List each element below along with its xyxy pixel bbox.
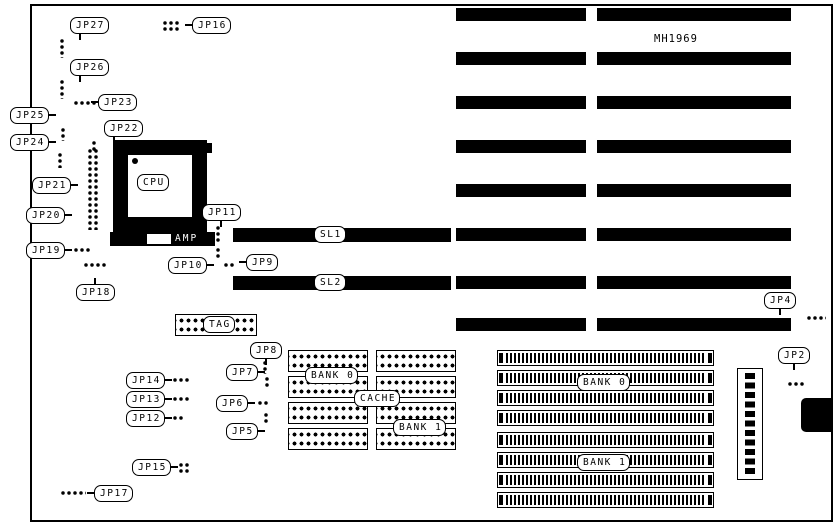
jumper-jp7 <box>264 376 270 388</box>
isa-slot-segment <box>597 228 791 241</box>
sl1-label: SL1 <box>314 226 346 243</box>
simm-socket <box>497 410 714 426</box>
jumper-label-jp12: JP12 <box>126 410 172 427</box>
jumper-jp24 <box>57 152 63 168</box>
jumper-jp16 <box>162 20 180 32</box>
keyboard-connector <box>801 398 833 432</box>
cache-socket <box>376 350 456 372</box>
jumper-label-jp7: JP7 <box>226 364 265 381</box>
jumper-label-jp4: JP4 <box>764 292 796 314</box>
cache-socket <box>288 428 368 450</box>
isa-slot-segment <box>597 184 791 197</box>
jumper-jp11 <box>215 225 221 243</box>
jumper-label-jp17: JP17 <box>87 485 133 502</box>
jumper-jp26 <box>59 79 65 99</box>
model-label: MH1969 <box>654 33 698 45</box>
jumper-label-jp27: JP27 <box>70 17 109 39</box>
isa-slot-segment <box>456 52 586 65</box>
jumper-jp23 <box>73 100 97 106</box>
jumper-label-jp9: JP9 <box>239 254 278 271</box>
jumper-label-jp13: JP13 <box>126 391 172 408</box>
simm-bank1-label: BANK 1 <box>577 454 631 471</box>
pin-header-strip <box>87 148 98 230</box>
pin1-dot <box>132 158 138 164</box>
isa-slot-segment <box>456 184 586 197</box>
jumper-jp27 <box>59 38 65 58</box>
amp-keyway <box>147 234 171 244</box>
jumper-label-jp8: JP8 <box>250 342 282 364</box>
isa-slot-segment <box>456 318 586 331</box>
jumper-jp22 <box>91 140 97 152</box>
jumper-label-jp6: JP6 <box>216 395 255 412</box>
jumper-label-jp2: JP2 <box>778 347 810 369</box>
amp-label: AMP <box>175 233 199 244</box>
jumper-jp4 <box>806 315 826 321</box>
isa-slot-segment <box>597 96 791 109</box>
jumper-jp10 <box>215 247 221 259</box>
jumper-label-jp23: JP23 <box>91 94 137 111</box>
jumper-jp5 <box>263 412 269 424</box>
jumper-label-jp14: JP14 <box>126 372 172 389</box>
jumper-jp13 <box>172 396 190 402</box>
jumper-jp2 <box>787 381 805 387</box>
component-block <box>202 143 212 153</box>
jumper-label-jp24: JP24 <box>10 134 56 151</box>
power-connector <box>737 368 763 480</box>
jumper-label-jp26: JP26 <box>70 59 109 81</box>
jumper-label-jp11: JP11 <box>202 204 241 226</box>
simm-socket <box>497 432 714 448</box>
cache-label: CACHE <box>354 390 401 407</box>
isa-slot-segment <box>456 8 586 21</box>
simm-socket <box>497 472 714 488</box>
cpu-label: CPU <box>137 174 169 191</box>
jumper-label-jp15: JP15 <box>132 459 178 476</box>
jumper-jp9 <box>223 262 235 268</box>
isa-slot-segment <box>456 276 586 289</box>
isa-slot-segment <box>456 96 586 109</box>
isa-slot-segment <box>456 140 586 153</box>
power-connector-pins <box>745 373 755 475</box>
jumper-label-jp16: JP16 <box>185 17 231 34</box>
isa-slot-segment <box>597 318 791 331</box>
cache-bank0-label: BANK 0 <box>305 367 359 384</box>
cache-socket <box>376 402 456 424</box>
simm-socket <box>497 390 714 406</box>
tag-label: TAG <box>203 316 235 333</box>
simm-bank0-label: BANK 0 <box>577 374 631 391</box>
jumper-jp8 <box>262 360 268 374</box>
isa-slot-segment <box>597 52 791 65</box>
simm-socket <box>497 492 714 508</box>
isa-slot-segment <box>456 228 586 241</box>
isa-slot-segment <box>597 140 791 153</box>
jumper-jp6 <box>257 400 269 406</box>
cache-socket <box>288 402 368 424</box>
jumper-jp14 <box>172 377 190 383</box>
jumper-label-jp5: JP5 <box>226 423 265 440</box>
isa-slot-segment <box>597 276 791 289</box>
jumper-jp12 <box>172 415 184 421</box>
amp-connector: AMP <box>110 232 215 246</box>
jumper-label-jp19: JP19 <box>26 242 72 259</box>
jumper-jp25 <box>60 127 66 141</box>
isa-slot-segment <box>597 8 791 21</box>
jumper-label-jp10: JP10 <box>168 257 214 274</box>
sl2-label: SL2 <box>314 274 346 291</box>
jumper-jp18 <box>83 262 107 268</box>
jumper-jp19 <box>73 247 91 253</box>
jumper-label-jp22: JP22 <box>104 120 143 142</box>
jumper-label-jp18: JP18 <box>76 278 115 301</box>
simm-socket <box>497 350 714 366</box>
cache-bank1-label: BANK 1 <box>393 419 447 436</box>
jumper-jp17 <box>60 490 86 496</box>
jumper-label-jp20: JP20 <box>26 207 72 224</box>
jumper-jp15 <box>178 462 190 474</box>
jumper-label-jp21: JP21 <box>32 177 78 194</box>
jumper-label-jp25: JP25 <box>10 107 56 124</box>
